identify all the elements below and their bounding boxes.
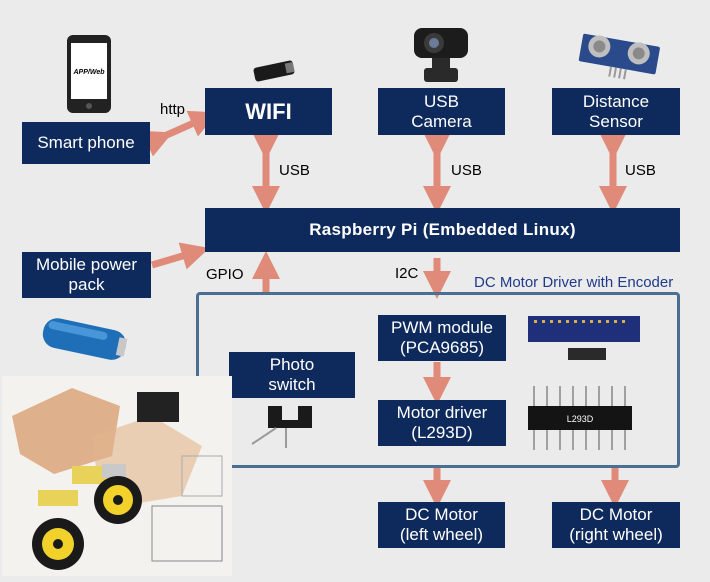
wifi-box: WIFI (205, 88, 332, 135)
http-label: http (160, 101, 186, 118)
chip-label: L293D (567, 414, 594, 424)
dc-motor-left-box: DC Motor (left wheel) (378, 502, 505, 548)
distance-sensor-box: Distance Sensor (552, 88, 680, 135)
usb-camera-box: USB Camera (378, 88, 505, 135)
smartphone-icon: APP/Web (67, 35, 111, 113)
i2c-label: I2C (395, 265, 419, 282)
pwm-module-box: PWM module (PCA9685) (378, 315, 506, 361)
l293d-chip-diagram: L293D (528, 386, 632, 450)
dc-motor-right-box: DC Motor (right wheel) (552, 502, 680, 548)
smart-phone-box: Smart phone (22, 122, 150, 164)
ultrasonic-sensor-icon (578, 33, 660, 80)
photo-switch-box: Photo switch (229, 352, 355, 398)
photo-interrupter-icon (251, 406, 312, 448)
webcam-icon (414, 28, 468, 82)
usb-label-wifi: USB (279, 162, 310, 179)
wifi-dongle-icon (253, 60, 295, 82)
usb-label-camera: USB (451, 162, 482, 179)
pwm-board-icon (528, 316, 640, 360)
motor-driver-box: Motor driver (L293D) (378, 400, 506, 446)
raspberry-pi-box: Raspberry Pi (Embedded Linux) (205, 208, 680, 252)
gpio-label: GPIO (206, 266, 244, 283)
motor-driver-group-title: DC Motor Driver with Encoder (474, 274, 674, 291)
power-bank-icon (42, 318, 128, 360)
mobile-power-pack-box: Mobile power pack (22, 252, 151, 298)
arrow-power-rpi (151, 242, 210, 270)
phone-screen-text: APP/Web (73, 69, 106, 76)
usb-label-distance: USB (625, 162, 656, 179)
robot-car-kit-photo (2, 376, 232, 576)
arrow-phone-wifi (141, 110, 218, 157)
